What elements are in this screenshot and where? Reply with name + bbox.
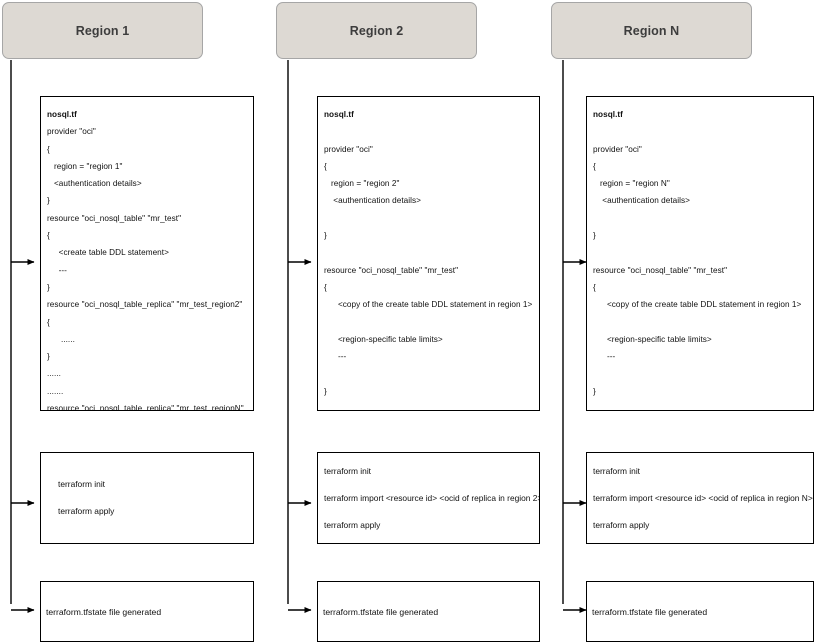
code-line: } <box>324 386 327 396</box>
region-header-region-1[interactable]: Region 1 <box>2 2 203 59</box>
code-line: { <box>47 317 50 327</box>
code-line: nosql.tf <box>47 110 77 119</box>
code-line: { <box>324 161 327 171</box>
config-code-region-1: nosql.tf provider "oci" { region = "regi… <box>41 97 253 411</box>
code-line: } <box>593 386 596 396</box>
command-line: terraform init <box>324 465 372 476</box>
code-line: <copy of the create table DDL statement … <box>324 300 533 310</box>
config-code-region-n: nosql.tf provider "oci" { region = "regi… <box>587 97 813 400</box>
commands-box-region-n[interactable]: terraform init terraform import <resourc… <box>586 452 814 544</box>
code-line: { <box>47 144 50 154</box>
code-line: { <box>324 282 327 292</box>
code-line-blank <box>593 314 813 331</box>
code-line: } <box>47 282 50 292</box>
state-box-region-n[interactable]: terraform.tfstate file generated <box>586 581 814 642</box>
state-label: terraform.tfstate file generated <box>592 606 708 617</box>
code-line: resource "oci_nosql_table" "mr_test" <box>593 265 728 275</box>
command-line: terraform init <box>593 465 641 476</box>
code-line: { <box>593 282 596 292</box>
command-line: terraform import <resource id> <ocid of … <box>324 492 540 503</box>
code-line: } <box>47 196 50 206</box>
code-line-blank <box>593 210 813 227</box>
code-line: <create table DDL statement> <box>47 248 169 258</box>
code-line-blank <box>324 365 539 382</box>
state-box-region-2[interactable]: terraform.tfstate file generated <box>317 581 540 642</box>
code-line: ...... <box>47 334 75 344</box>
connector-region-n <box>562 60 587 613</box>
code-line: <region-specific table limits> <box>593 334 712 344</box>
code-line: <authentication details> <box>324 196 421 206</box>
command-line: terraform apply <box>58 506 115 516</box>
code-line-blank <box>593 244 813 261</box>
commands-box-region-2[interactable]: terraform init terraform import <resourc… <box>317 452 540 544</box>
region-header-region-n[interactable]: Region N <box>551 2 752 59</box>
code-line: ....... <box>47 386 64 396</box>
code-line: resource "oci_nosql_table" "mr_test" <box>47 213 182 223</box>
code-line: region = "region 1" <box>47 161 123 171</box>
code-line: provider "oci" <box>47 127 96 137</box>
connector-region-1 <box>10 60 35 613</box>
code-line: { <box>593 161 596 171</box>
commands-list-region-2: terraform init terraform import <resourc… <box>318 453 539 543</box>
code-line: --- <box>593 352 616 362</box>
state-body-region-n: terraform.tfstate file generated <box>587 582 813 641</box>
state-body-region-1: terraform.tfstate file generated <box>41 582 253 641</box>
code-line: --- <box>47 265 67 275</box>
command-line: terraform init <box>58 479 106 489</box>
code-line: <copy of the create table DDL statement … <box>593 300 802 310</box>
commands-box-region-1[interactable]: terraform init terraform apply <box>40 452 254 544</box>
code-line: --- <box>324 352 347 362</box>
code-line: } <box>47 352 50 362</box>
code-line: { <box>47 231 50 241</box>
code-line: } <box>324 231 327 241</box>
code-line-blank <box>324 244 539 261</box>
region-header-label: Region N <box>623 23 680 38</box>
commands-list-region-n: terraform init terraform import <resourc… <box>587 453 813 543</box>
command-line: terraform apply <box>324 519 381 530</box>
state-body-region-2: terraform.tfstate file generated <box>318 582 539 641</box>
code-line: provider "oci" <box>593 144 642 154</box>
code-line-blank <box>324 314 539 331</box>
code-line-blank <box>593 123 813 140</box>
code-line: region = "region N" <box>593 179 670 189</box>
command-line: terraform apply <box>593 519 650 530</box>
code-line: <region-specific table limits> <box>324 334 443 344</box>
region-header-region-2[interactable]: Region 2 <box>276 2 477 59</box>
code-line-blank <box>593 365 813 382</box>
state-box-region-1[interactable]: terraform.tfstate file generated <box>40 581 254 642</box>
state-label: terraform.tfstate file generated <box>323 606 439 617</box>
connector-region-2 <box>287 60 312 613</box>
state-label: terraform.tfstate file generated <box>46 606 162 617</box>
code-line: nosql.tf <box>324 110 354 119</box>
code-line: } <box>593 231 596 241</box>
region-header-label: Region 2 <box>349 23 404 38</box>
command-line: terraform import <resource id> <ocid of … <box>593 492 813 503</box>
code-line-blank <box>324 123 539 140</box>
code-line: <authentication details> <box>593 196 690 206</box>
commands-list-region-1: terraform init terraform apply <box>41 453 253 543</box>
code-line: region = "region 2" <box>324 179 400 189</box>
config-code-region-2: nosql.tf provider "oci" { region = "regi… <box>318 97 539 400</box>
region-header-label: Region 1 <box>75 23 130 38</box>
code-line: ...... <box>47 369 61 379</box>
code-line: resource "oci_nosql_table_replica" "mr_t… <box>47 300 243 310</box>
code-line: <authentication details> <box>47 179 142 189</box>
code-line: resource "oci_nosql_table_replica" "mr_t… <box>47 404 244 411</box>
config-box-region-2[interactable]: nosql.tf provider "oci" { region = "regi… <box>317 96 540 411</box>
code-line: resource "oci_nosql_table" "mr_test" <box>324 265 459 275</box>
config-box-region-n[interactable]: nosql.tf provider "oci" { region = "regi… <box>586 96 814 411</box>
code-line-blank <box>324 210 539 227</box>
code-line: provider "oci" <box>324 144 373 154</box>
code-line: nosql.tf <box>593 110 623 119</box>
config-box-region-1[interactable]: nosql.tf provider "oci" { region = "regi… <box>40 96 254 411</box>
